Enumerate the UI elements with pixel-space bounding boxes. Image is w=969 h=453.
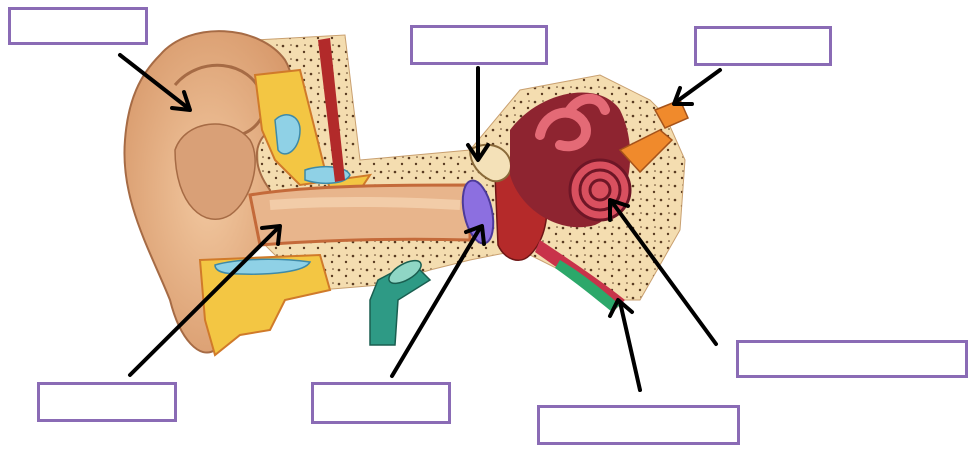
label-box-eustachian-tube[interactable] xyxy=(537,405,740,445)
arrow-to-auditory-nerve xyxy=(674,70,720,104)
label-box-ossicles[interactable] xyxy=(410,25,548,65)
label-box-ear-canal[interactable] xyxy=(37,382,177,422)
ear-canal-shape xyxy=(250,185,470,245)
label-box-auditory-nerve[interactable] xyxy=(694,26,832,66)
arrow-to-eustachian-tube xyxy=(610,300,640,390)
ear-canal-highlight xyxy=(270,202,460,205)
label-box-eardrum[interactable] xyxy=(311,382,451,424)
arrow-to-ossicles xyxy=(468,68,488,160)
label-box-pinna[interactable] xyxy=(8,7,148,45)
label-box-cochlea[interactable] xyxy=(736,340,968,378)
